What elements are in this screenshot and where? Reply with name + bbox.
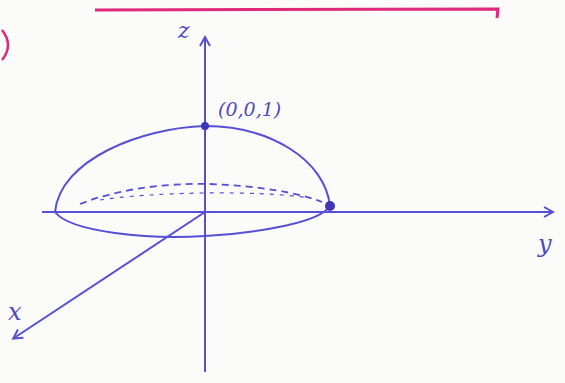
y-axis	[42, 211, 552, 213]
dome-hatch	[100, 193, 310, 200]
pink-underline	[95, 9, 498, 18]
base-ellipse-front	[55, 206, 330, 237]
pink-bracket	[2, 30, 8, 60]
axis-label: y	[538, 232, 552, 256]
point-dot	[201, 122, 209, 130]
axis-label: z	[178, 20, 190, 42]
dome-outline	[55, 126, 330, 212]
x-axis	[14, 212, 205, 338]
z-axis	[204, 38, 206, 372]
point-label: (0,0,1)	[218, 100, 281, 119]
base-ellipse-back	[80, 184, 322, 204]
axis-label: x	[8, 300, 22, 324]
point-dot	[325, 201, 335, 211]
